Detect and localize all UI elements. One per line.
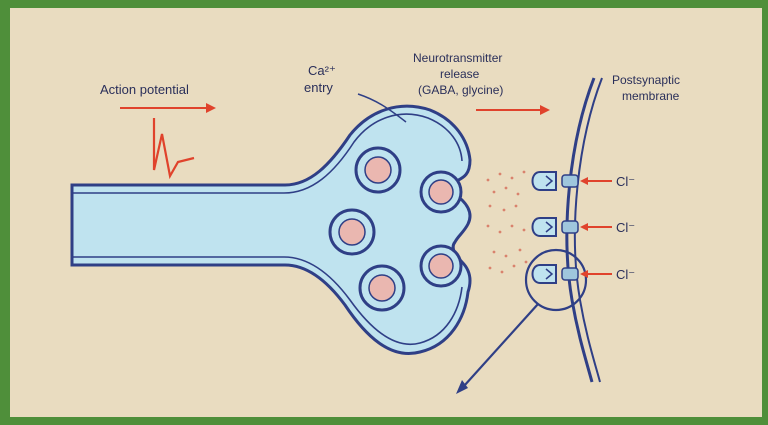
outward-arrow: [456, 304, 538, 394]
neurotransmitter-dots: [487, 171, 528, 274]
cl-arrow: [580, 177, 612, 185]
presynaptic-terminal: [72, 106, 470, 353]
ca-entry-label-line2: entry: [304, 80, 333, 95]
docked-vesicle: [421, 172, 461, 212]
receptor-channel: [533, 218, 579, 236]
postsynaptic-label-line1: Postsynaptic: [612, 73, 680, 87]
postsynaptic-label-line2: membrane: [622, 89, 680, 103]
docked-vesicle: [421, 246, 461, 286]
vesicle: [330, 210, 374, 254]
nt-release-label-line3: (GABA, glycine): [418, 83, 503, 97]
cl-label: Cl⁻: [616, 174, 635, 189]
cl-label: Cl⁻: [616, 267, 635, 282]
vesicle: [360, 266, 404, 310]
nt-release-label-line1: Neurotransmitter: [413, 51, 502, 65]
ca-entry-label-line1: Ca²⁺: [308, 63, 336, 78]
cl-label: Cl⁻: [616, 220, 635, 235]
nt-release-label-line2: release: [440, 67, 480, 81]
receptor-channel: [533, 265, 579, 283]
action-potential-arrow: [120, 103, 216, 113]
action-potential-spike: [154, 118, 194, 176]
vesicle: [356, 148, 400, 192]
cl-arrow: [580, 223, 612, 231]
release-arrow: [476, 105, 550, 115]
receptor-channel: [533, 172, 579, 190]
action-potential-label: Action potential: [100, 82, 189, 97]
